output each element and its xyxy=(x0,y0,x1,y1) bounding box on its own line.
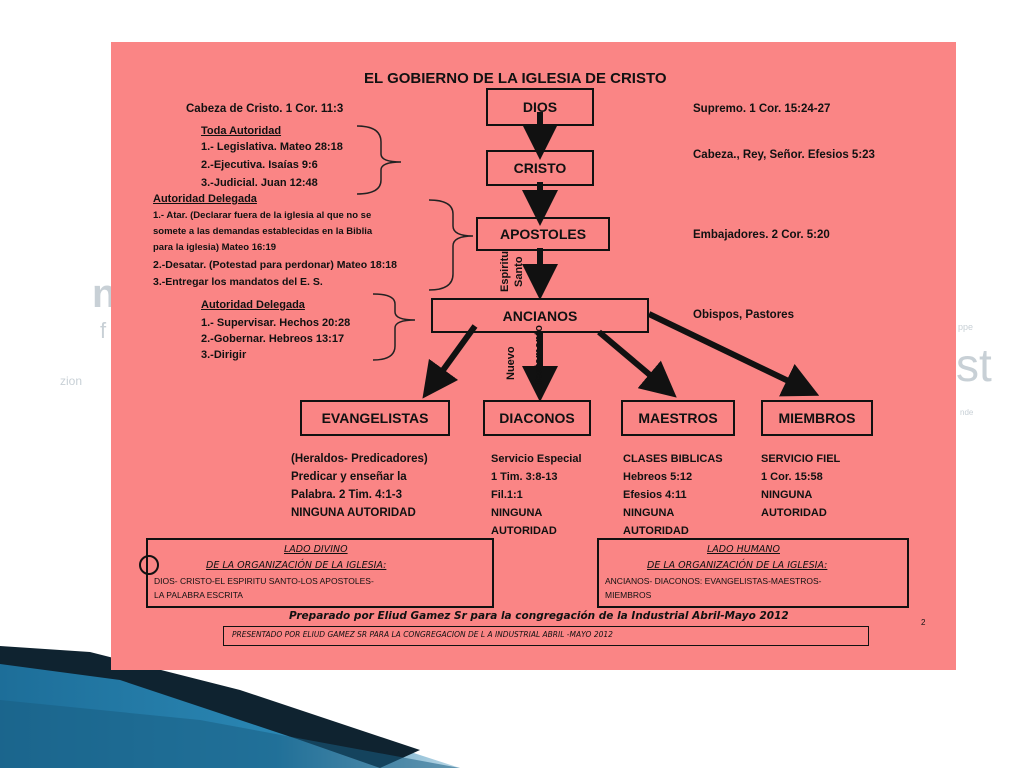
arrow-layer xyxy=(139,112,820,575)
circle-mark xyxy=(139,555,159,575)
lado-humano-body2: MIEMBROS xyxy=(605,590,652,600)
lado-humano-title2: DE LA ORGANIZACIÓN DE LA IGLESIA: xyxy=(647,560,828,571)
presentado-text: PRESENTADO POR ELIUD GAMEZ SR PARA LA CO… xyxy=(232,630,613,639)
lado-divino-title2: DE LA ORGANIZACIÓN DE LA IGLESIA: xyxy=(206,560,387,571)
delegada1-item: somete a las demandas establecidas en la… xyxy=(153,226,373,237)
lado-divino-box: LADO DIVINO DE LA ORGANIZACIÓN DE LA IGL… xyxy=(146,538,494,608)
slide: EL GOBIERNO DE LA IGLESIA DE CRISTO DIOS… xyxy=(111,42,956,670)
bg-fragment: ppe xyxy=(958,322,974,332)
lado-humano-title1: LADO HUMANO xyxy=(707,544,780,555)
node-diaconos: DIACONOS xyxy=(483,400,591,436)
lado-divino-body1: DIOS- CRISTO-EL ESPIRITU SANTO-LOS APOST… xyxy=(154,576,374,586)
delegada1-title: Autoridad Delegada xyxy=(153,193,257,205)
arrow-ancianos-evangelistas xyxy=(422,324,478,399)
cabeza-rey-text: Cabeza., Rey, Señor. Efesios 5:23 xyxy=(693,149,875,161)
node-evangelistas: EVANGELISTAS xyxy=(300,400,450,436)
node-miembros: MIEMBROS xyxy=(761,400,873,436)
miembros-desc: SERVICIO FIEL 1 Cor. 15:58 NINGUNA AUTOR… xyxy=(761,453,841,519)
preparado-text: Preparado por Eliud Gamez Sr para la con… xyxy=(289,610,789,622)
brace-delegada-2 xyxy=(372,293,416,361)
lado-divino-body2: LA PALABRA ESCRITA xyxy=(154,590,243,600)
arrow-ancianos-maestros xyxy=(597,329,677,398)
delegada2-item: 2.-Gobernar. Hebreos 13:17 xyxy=(201,333,345,345)
bg-fragment: nde xyxy=(960,408,974,417)
delegada1-item: 2.-Desatar. (Potestad para perdonar) Mat… xyxy=(153,259,397,271)
bg-fragment: zion xyxy=(60,374,83,388)
label-espiritu: Espiritu xyxy=(499,251,511,292)
label-santo: Santo xyxy=(513,256,525,287)
supremo-text: Supremo. 1 Cor. 15:24-27 xyxy=(693,103,831,115)
toda-item: 1.- Legislativa. Mateo 28:18 xyxy=(201,141,343,153)
label-nuevo: Nuevo xyxy=(505,346,517,380)
toda-item: 2.-Ejecutiva. Isaías 9:6 xyxy=(201,159,318,171)
toda-autoridad-title: Toda Autoridad xyxy=(201,125,282,137)
brace-delegada-1 xyxy=(428,199,474,291)
diaconos-desc: Servicio Especial 1 Tim. 3:8-13 Fil.1:1 … xyxy=(491,453,582,537)
delegada1-item: 3.-Entregar los mandatos del E. S. xyxy=(153,276,323,288)
lado-humano-box: LADO HUMANO DE LA ORGANIZACIÓN DE LA IGL… xyxy=(597,538,909,608)
lado-divino-title1: LADO DIVINO xyxy=(284,544,348,555)
delegada1-item: 1.- Atar. (Declarar fuera de la iglesia … xyxy=(153,210,372,221)
obispos-text: Obispos, Pastores xyxy=(693,309,794,321)
label-testamento: Testamento xyxy=(533,325,545,386)
presentado-box: PRESENTADO POR ELIUD GAMEZ SR PARA LA CO… xyxy=(223,626,869,646)
delegada2-item: 1.- Supervisar. Hechos 20:28 xyxy=(201,317,351,329)
delegada2-title: Autoridad Delegada xyxy=(201,299,305,311)
delegada2-item: 3.-Dirigir xyxy=(201,349,247,361)
page-number: 2 xyxy=(921,618,926,627)
node-cristo: CRISTO xyxy=(486,150,594,186)
embajadores-text: Embajadores. 2 Cor. 5:20 xyxy=(693,229,830,241)
node-ancianos: ANCIANOS xyxy=(431,298,649,333)
node-apostoles: APOSTOLES xyxy=(476,217,610,251)
cabeza-de-cristo: Cabeza de Cristo. 1 Cor. 11:3 xyxy=(186,103,344,115)
evangelistas-desc: (Heraldos- Predicadores) Predicar y ense… xyxy=(291,453,428,519)
node-dios: DIOS xyxy=(486,88,594,126)
maestros-desc: CLASES BIBLICAS Hebreos 5:12 Efesios 4:1… xyxy=(623,453,723,537)
lado-humano-body1: ANCIANOS- DIACONOS: EVANGELISTAS-MAESTRO… xyxy=(605,576,822,586)
node-maestros: MAESTROS xyxy=(621,400,735,436)
bg-fragment: st xyxy=(956,339,992,391)
brace-toda-autoridad xyxy=(356,125,402,195)
arrow-ancianos-miembros xyxy=(647,311,820,397)
toda-item: 3.-Judicial. Juan 12:48 xyxy=(201,177,318,189)
delegada1-item: para la iglesia) Mateo 16:19 xyxy=(153,242,277,253)
bg-fragment: f xyxy=(100,318,107,343)
diagram-title: EL GOBIERNO DE LA IGLESIA DE CRISTO xyxy=(364,70,667,87)
